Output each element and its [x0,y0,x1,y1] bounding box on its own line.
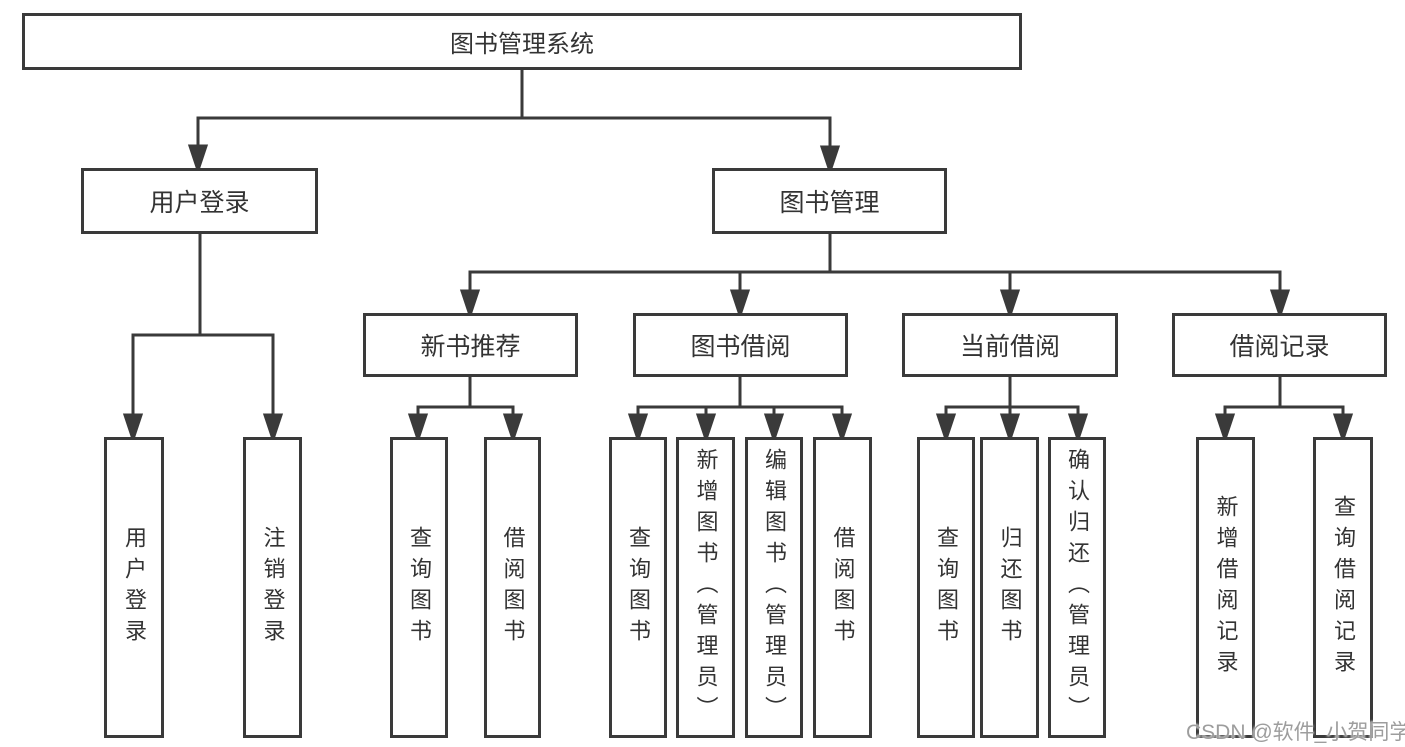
node-new-book-recommendation: 新书推荐 [363,313,578,377]
node-book-borrowing: 图书借阅 [633,313,848,377]
node-label: 当前借阅 [959,333,1060,361]
node-borrowing-records: 借阅记录 [1172,313,1387,377]
leaf-label: 查询图书 [626,525,651,650]
leaf-return-books: 归还图书 [980,437,1039,738]
leaf-label: 确认归还（管理员） [1065,448,1090,727]
leaf-label: 编辑图书（管理员） [762,448,787,727]
leaf-label: 借阅图书 [500,525,526,650]
leaf-label: 查询图书 [934,525,959,650]
leaf-edit-books-admin: 编辑图书（管理员） [745,437,803,738]
node-user-login: 用户登录 [81,168,318,234]
leaf-user-login: 用户登录 [104,437,164,738]
leaf-confirm-return-admin: 确认归还（管理员） [1048,437,1106,738]
node-library-management-system: 图书管理系统 [22,13,1022,70]
leaf-label: 归还图书 [997,525,1023,650]
node-label: 图书管理系统 [450,31,594,58]
node-label: 新书推荐 [420,333,521,361]
leaf-label: 新增借阅记录 [1213,494,1239,681]
node-label: 借阅记录 [1229,333,1330,361]
leaf-add-books-admin: 新增图书（管理员） [676,437,735,738]
node-label: 图书借阅 [690,333,791,361]
leaf-label: 注销登录 [260,525,286,650]
node-label: 图书管理 [779,189,880,217]
leaf-logout: 注销登录 [243,437,302,738]
leaf-borrow-books: 借阅图书 [813,437,872,738]
leaf-label: 用户登录 [122,525,147,650]
leaf-query-books-current: 查询图书 [917,437,975,738]
leaf-borrow-books-recommend: 借阅图书 [484,437,541,738]
leaf-label: 借阅图书 [830,525,856,650]
node-book-management: 图书管理 [712,168,947,234]
leaf-label: 查询图书 [407,525,432,650]
leaf-label: 查询借阅记录 [1331,494,1356,681]
node-label: 用户登录 [149,189,250,217]
leaf-query-books-recommend: 查询图书 [390,437,448,738]
leaf-label: 新增图书（管理员） [693,448,719,727]
leaf-query-books-borrow: 查询图书 [609,437,667,738]
node-current-borrowing: 当前借阅 [902,313,1118,377]
leaf-query-borrow-record: 查询借阅记录 [1313,437,1373,738]
csdn-watermark: CSDN @软件_小贺同学 [1186,721,1405,744]
leaf-add-borrow-record: 新增借阅记录 [1196,437,1255,738]
